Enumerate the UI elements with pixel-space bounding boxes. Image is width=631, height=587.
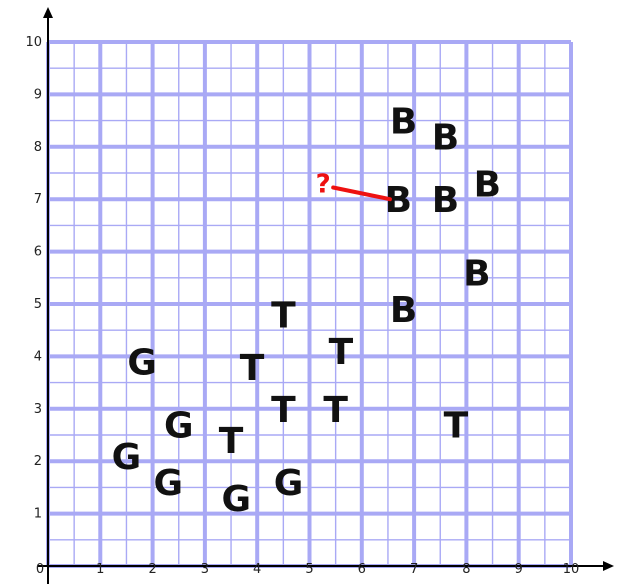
point-b: B (390, 290, 417, 331)
point-g: G (164, 406, 194, 447)
x-tick-label: 10 (563, 562, 580, 577)
point-g: G (112, 437, 142, 478)
tick-labels: 0 1 2 3 4 5 6 7 8 9 10 1 2 3 4 5 6 7 8 9 10 (25, 35, 579, 577)
y-tick-label: 8 (34, 140, 42, 155)
point-t: T (271, 390, 296, 431)
x-tick-label: 6 (358, 562, 366, 577)
query-marker: ? (316, 169, 392, 202)
point-b: B (390, 102, 417, 143)
point-g: G (127, 343, 157, 384)
point-t: T (444, 406, 469, 447)
y-axis-arrowhead (43, 7, 53, 18)
y-tick-label: 9 (34, 87, 42, 102)
point-g: G (154, 463, 184, 504)
y-tick-label: 4 (34, 349, 42, 364)
y-tick-label: 3 (34, 402, 42, 417)
y-tick-label: 10 (25, 35, 42, 50)
point-b: B (463, 254, 490, 295)
x-tick-label: 3 (201, 562, 209, 577)
x-tick-label: 4 (253, 562, 261, 577)
point-b: B (432, 180, 459, 221)
x-tick-label: 0 (36, 562, 44, 577)
x-tick-label: 1 (96, 562, 104, 577)
x-tick-label: 9 (515, 562, 523, 577)
y-tick-label: 2 (34, 454, 42, 469)
x-tick-label: 5 (305, 562, 313, 577)
x-tick-label: 7 (410, 562, 418, 577)
y-tick-label: 5 (34, 297, 42, 312)
point-t: T (329, 332, 354, 373)
point-t: T (219, 421, 244, 462)
point-b: B (474, 164, 501, 205)
point-t: T (323, 390, 348, 431)
query-link-line (331, 185, 392, 202)
point-g: G (274, 463, 304, 504)
point-g: G (221, 479, 251, 520)
y-tick-label: 7 (34, 192, 42, 207)
grid-lines (46, 40, 573, 568)
x-tick-label: 8 (462, 562, 470, 577)
x-tick-label: 2 (148, 562, 156, 577)
x-axis-arrowhead (603, 561, 614, 571)
axes (38, 7, 614, 584)
query-label: ? (316, 169, 331, 199)
y-tick-label: 6 (34, 245, 42, 260)
point-b: B (432, 117, 459, 158)
y-tick-label: 1 (34, 507, 42, 522)
point-t: T (240, 348, 265, 389)
point-t: T (271, 295, 296, 336)
